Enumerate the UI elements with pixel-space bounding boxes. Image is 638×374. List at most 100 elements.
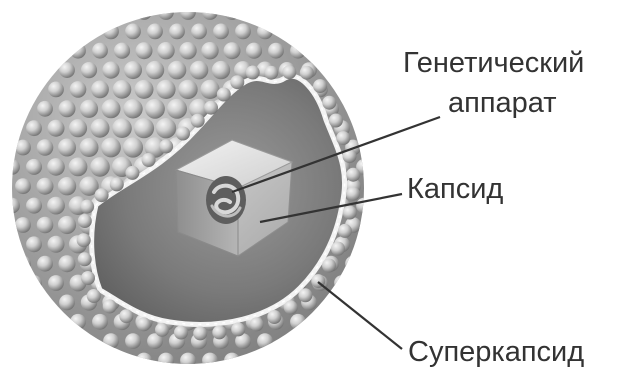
- rim-protein-bead: [298, 288, 312, 302]
- surface-protein-bead: [90, 157, 110, 177]
- surface-protein-bead: [69, 158, 88, 177]
- rim-protein-bead: [267, 310, 281, 324]
- rim-protein-bead: [212, 325, 226, 339]
- surface-protein-bead: [80, 100, 98, 118]
- surface-protein-bead: [112, 118, 132, 138]
- surface-protein-bead: [48, 120, 65, 137]
- surface-protein-bead: [15, 140, 31, 156]
- surface-protein-bead: [37, 256, 53, 272]
- surface-protein-bead: [290, 314, 306, 330]
- rim-protein-bead: [159, 139, 173, 153]
- rim-protein-bead: [204, 101, 218, 115]
- surface-protein-bead: [4, 198, 20, 214]
- surface-protein-bead: [145, 99, 165, 119]
- surface-protein-bead: [136, 353, 152, 369]
- rim-protein-bead: [230, 75, 244, 89]
- surface-protein-bead: [113, 80, 132, 99]
- surface-protein-bead: [168, 61, 187, 80]
- surface-protein-bead: [202, 353, 218, 369]
- rim-protein-bead: [80, 200, 94, 214]
- surface-protein-bead: [224, 353, 240, 369]
- rim-protein-bead: [125, 166, 139, 180]
- surface-protein-bead: [246, 43, 262, 59]
- surface-protein-bead: [124, 61, 142, 79]
- label-genetic-line1: Генетический: [403, 47, 584, 79]
- surface-protein-bead: [345, 256, 361, 272]
- surface-protein-bead: [58, 139, 76, 157]
- surface-protein-bead: [190, 61, 209, 80]
- surface-protein-bead: [290, 43, 306, 59]
- rim-protein-bead: [250, 317, 264, 331]
- surface-protein-bead: [91, 119, 110, 138]
- surface-protein-bead: [134, 118, 154, 138]
- surface-protein-bead: [157, 42, 174, 59]
- label-genetic-line2: аппарат: [448, 87, 557, 119]
- rim-protein-bead: [284, 300, 298, 314]
- surface-protein-bead: [169, 24, 185, 40]
- surface-protein-bead: [26, 198, 42, 214]
- surface-protein-bead: [125, 24, 141, 40]
- rim-protein-bead: [322, 259, 336, 273]
- label-supercapsid: Суперкапсид: [408, 336, 584, 368]
- surface-protein-bead: [102, 62, 119, 79]
- surface-protein-bead: [59, 255, 76, 272]
- surface-protein-bead: [70, 43, 86, 59]
- rim-protein-bead: [78, 214, 92, 228]
- surface-protein-bead: [158, 353, 174, 369]
- surface-protein-bead: [91, 81, 109, 99]
- surface-protein-bead: [59, 295, 75, 311]
- surface-protein-bead: [70, 81, 87, 98]
- surface-protein-bead: [178, 80, 197, 99]
- surface-protein-bead: [147, 24, 163, 40]
- rim-protein-bead: [110, 177, 124, 191]
- rim-protein-bead: [338, 224, 352, 238]
- rim-protein-bead: [322, 96, 336, 110]
- rim-protein-bead: [87, 289, 101, 303]
- surface-protein-bead: [103, 333, 119, 349]
- surface-protein-bead: [213, 24, 229, 40]
- surface-protein-bead: [146, 61, 164, 79]
- surface-protein-bead: [81, 62, 97, 78]
- surface-protein-bead: [48, 236, 65, 253]
- rim-protein-bead: [217, 88, 231, 102]
- surface-protein-bead: [37, 139, 54, 156]
- rim-protein-bead: [193, 326, 207, 340]
- rim-protein-bead: [155, 323, 169, 337]
- surface-protein-bead: [334, 275, 350, 291]
- surface-protein-bead: [212, 61, 230, 79]
- surface-protein-bead: [47, 197, 65, 215]
- surface-protein-bead: [123, 137, 143, 157]
- surface-protein-bead: [136, 4, 152, 20]
- rim-protein-bead: [336, 131, 350, 145]
- surface-protein-bead: [268, 43, 284, 59]
- rim-protein-bead: [264, 66, 278, 80]
- rim-protein-bead: [142, 153, 156, 167]
- surface-protein-bead: [15, 217, 31, 233]
- surface-protein-bead: [224, 42, 241, 59]
- rim-protein-bead: [103, 299, 117, 313]
- rim-protein-bead: [246, 66, 260, 80]
- rim-protein-bead: [329, 114, 343, 128]
- rim-protein-bead: [300, 66, 314, 80]
- rim-protein-bead: [174, 326, 188, 340]
- surface-protein-bead: [156, 80, 175, 99]
- surface-protein-bead: [26, 120, 42, 136]
- rim-protein-bead: [95, 188, 109, 202]
- rim-protein-bead: [119, 309, 133, 323]
- surface-protein-bead: [103, 24, 119, 40]
- surface-protein-bead: [257, 24, 273, 40]
- surface-protein-bead: [101, 138, 121, 158]
- surface-protein-bead: [102, 99, 121, 118]
- rim-protein-bead: [346, 168, 360, 182]
- surface-protein-bead: [191, 24, 207, 40]
- rim-protein-bead: [77, 233, 91, 247]
- surface-protein-bead: [257, 333, 273, 349]
- surface-protein-bead: [92, 43, 108, 59]
- label-capsid: Капсид: [407, 173, 503, 205]
- surface-protein-bead: [180, 353, 196, 369]
- surface-protein-bead: [48, 82, 64, 98]
- surface-protein-bead: [136, 42, 153, 59]
- rim-protein-bead: [176, 127, 190, 141]
- surface-protein-bead: [158, 4, 174, 20]
